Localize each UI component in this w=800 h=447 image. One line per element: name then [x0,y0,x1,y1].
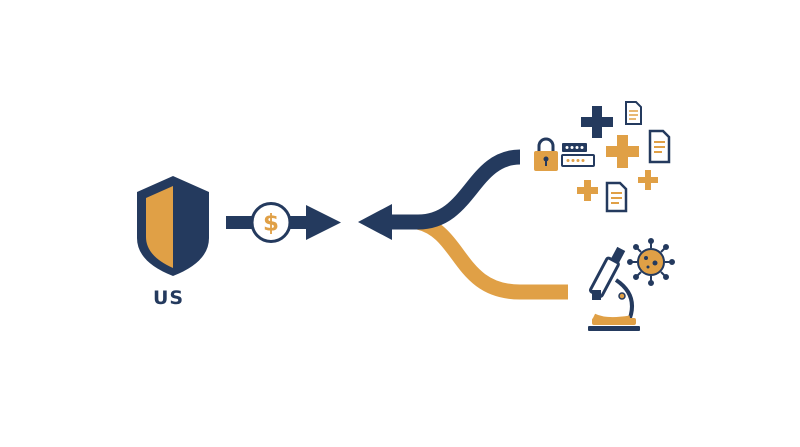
medical-cross-icon [577,180,598,201]
medical-cross-icon [581,106,613,138]
merge-flow [358,149,568,300]
password-field-icon [561,143,595,167]
us-label: US [153,287,185,309]
document-icon [605,181,628,213]
orange-branch [415,214,568,300]
medical-cross-icon [638,170,658,190]
navy-branch [385,149,521,230]
lock-icon [534,137,558,171]
left-arrowhead [358,204,392,240]
dollar-sign: $ [263,211,279,237]
dollar-coin-icon: $ [250,202,292,243]
document-icon [625,101,642,125]
virus-icon [627,238,675,286]
medical-cross-icon [606,135,639,168]
shield-icon [137,176,209,276]
microscope-icon [588,246,640,331]
document-icon [648,129,671,164]
